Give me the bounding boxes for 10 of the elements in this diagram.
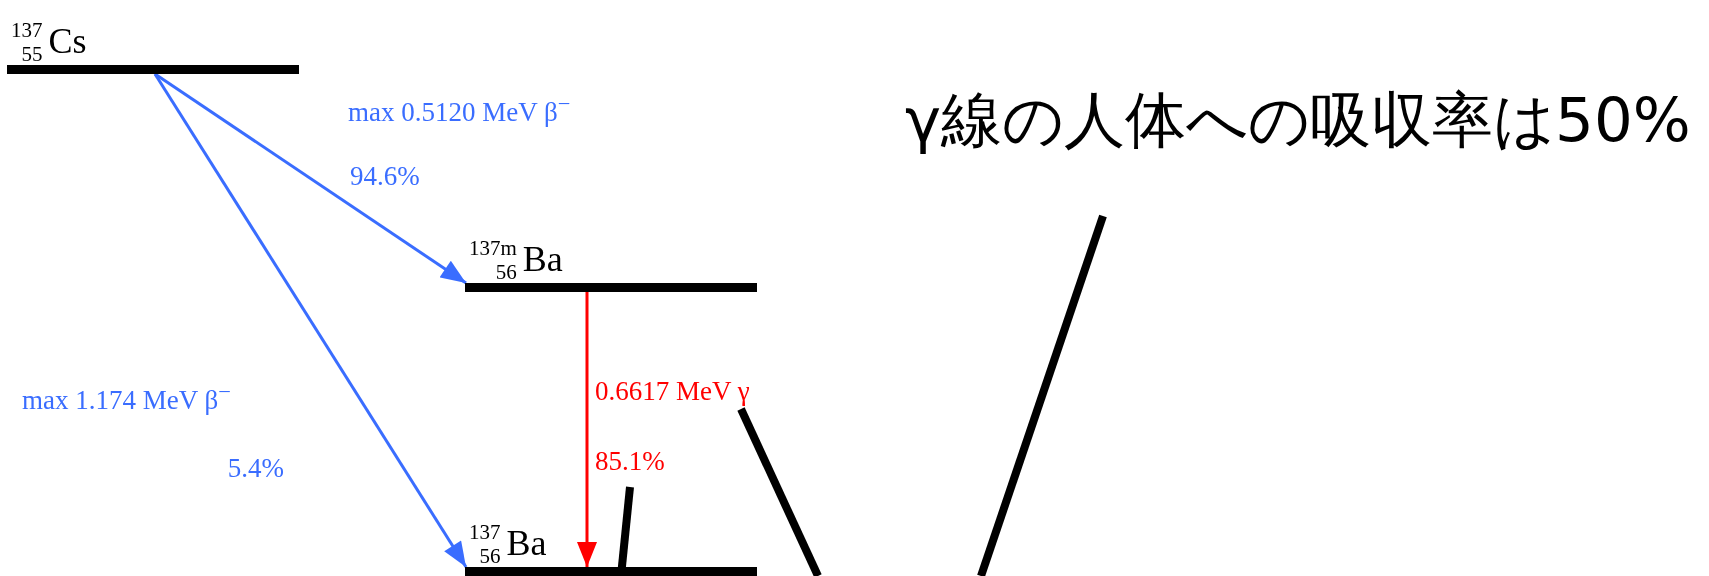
arrow [577,292,597,567]
arrow [154,72,467,285]
branching-ratio: 5.4% [227,455,284,482]
decay-energy-label: 0.6617 MeV γ [595,378,750,405]
title: γ線の人体への吸収率は50% [905,86,1691,154]
arrow [153,73,468,568]
decay-energy-label: max 1.174 MeV β$^{−}$ [22,381,231,414]
branching-ratio: 94.6% [350,163,420,190]
decay-energy-label: max 0.5120 MeV β$^{−}$ [348,93,571,126]
branching-ratio: 85.1% [595,448,665,475]
